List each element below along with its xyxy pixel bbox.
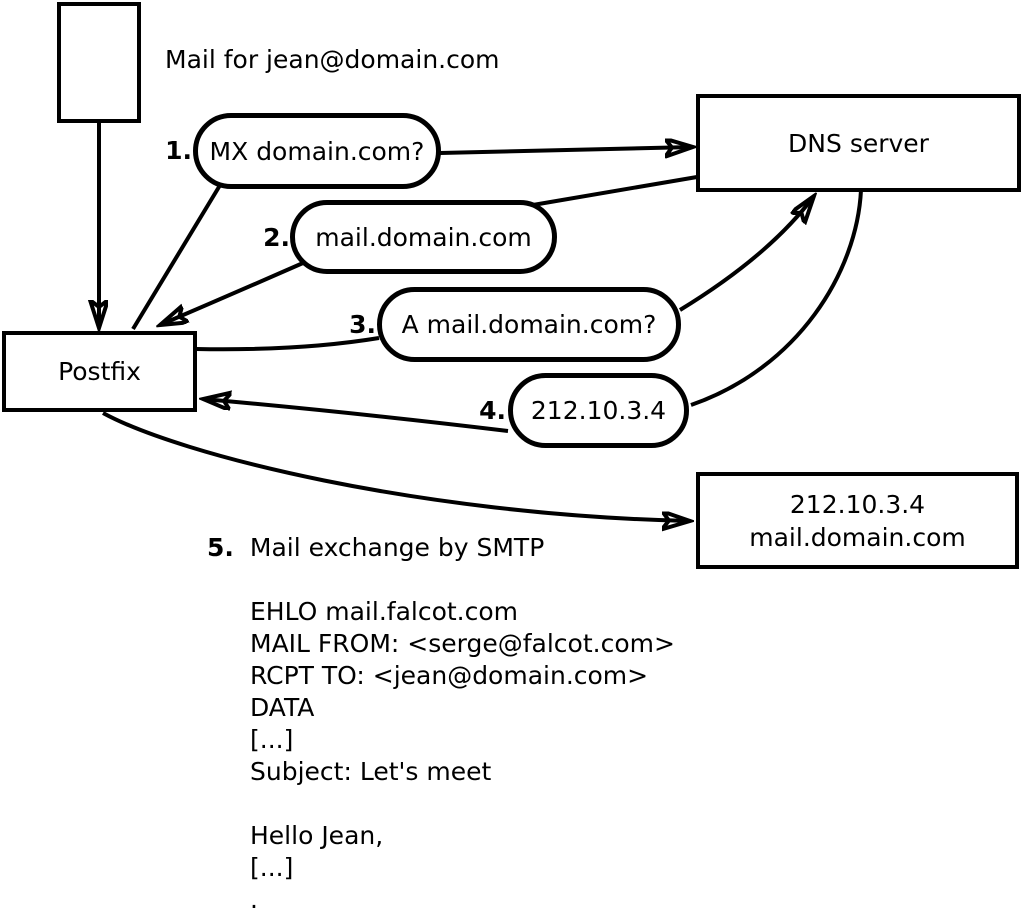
arrow-step3-pill-to-dns (678, 196, 814, 312)
step1-query-label: MX domain.com? (209, 136, 425, 166)
mail-note-label: Mail for jean@domain.com (165, 45, 500, 74)
step3-query-label: A mail.domain.com? (401, 310, 657, 339)
mail-envelope-icon (57, 2, 141, 123)
arrow-step1-pill-to-dns (439, 147, 693, 153)
step3-number: 3. (349, 310, 376, 339)
dns-server-node-label: DNS server (788, 128, 929, 158)
step3-query-pill: A mail.domain.com? (377, 287, 681, 362)
postfix-node-label: Postfix (58, 357, 141, 386)
dns-server-node: DNS server (696, 94, 1021, 192)
mail-server-node: 212.10.3.4 mail.domain.com (696, 472, 1019, 569)
step4-response-pill: 212.10.3.4 (508, 373, 689, 448)
line-postfix-to-step3-pill (195, 336, 380, 352)
step5-caption: 5. Mail exchange by SMTP (207, 533, 544, 562)
step5-label: Mail exchange by SMTP (249, 533, 545, 562)
line-dns-to-step2-pill (526, 175, 698, 208)
arrow-step4-pill-to-postfix (203, 399, 509, 433)
step1-query-pill: MX domain.com? (193, 113, 441, 189)
step4-response-label: 212.10.3.4 (530, 396, 667, 425)
mail-server-hostname-label: mail.domain.com (749, 522, 966, 552)
step5-number: 5. (207, 533, 234, 562)
arrow-step2-pill-to-postfix (160, 261, 304, 325)
mail-server-ip-label: 212.10.3.4 (789, 489, 926, 519)
step4-number: 4. (479, 396, 506, 425)
step1-number: 1. (165, 136, 192, 165)
arrow-postfix-to-mail-server (102, 411, 690, 521)
step2-response-label: mail.domain.com (315, 222, 532, 252)
step2-response-pill: mail.domain.com (290, 200, 557, 274)
line-postfix-to-step1-pill (131, 170, 230, 331)
step2-number: 2. (263, 223, 290, 252)
line-dns-to-step4-pill (690, 189, 863, 407)
postfix-node: Postfix (2, 331, 197, 412)
smtp-session-text: EHLO mail.falcot.com MAIL FROM: <serge@f… (250, 597, 675, 914)
